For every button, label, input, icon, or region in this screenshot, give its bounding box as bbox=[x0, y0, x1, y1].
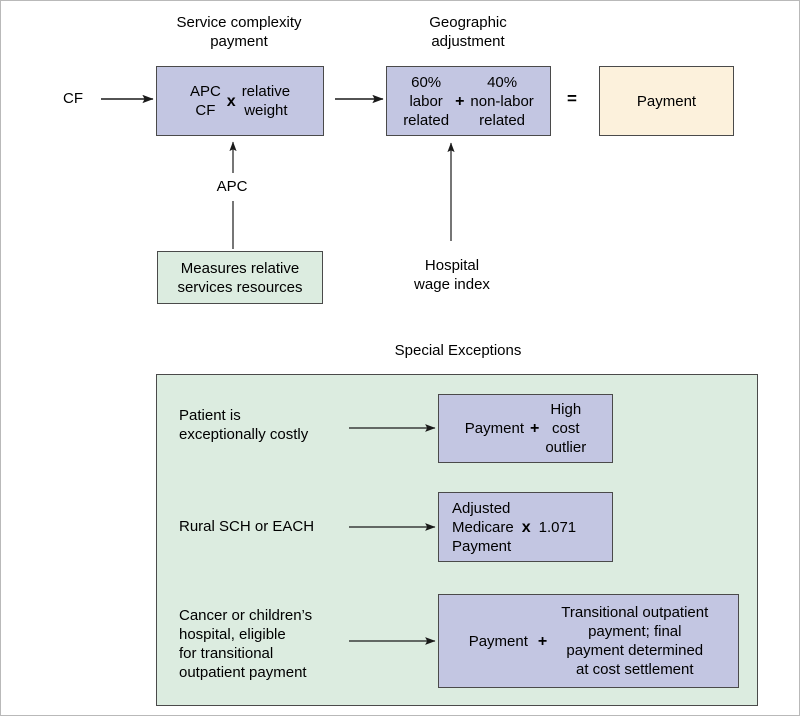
apc-cf-text: APC CF bbox=[189, 83, 221, 119]
service-complexity-expression: APC CF x relative weight bbox=[157, 67, 323, 135]
non-labor-related-text: 40% non-labor related bbox=[470, 73, 534, 129]
exception-condition-3: Cancer or children’s hospital, eligible … bbox=[179, 607, 313, 681]
exception-operator-1: + bbox=[530, 420, 540, 437]
payment-box-text: Payment bbox=[636, 92, 697, 110]
cf-label: CF bbox=[63, 90, 83, 107]
exception-result-expression-2: Adjusted Medicare Payment x 1.071 bbox=[439, 493, 612, 561]
exception-result-left-3: Payment bbox=[468, 632, 528, 650]
exception-result-box-1: Payment + High cost outlier bbox=[438, 394, 613, 463]
exception-operator-3: + bbox=[537, 632, 548, 650]
exception-operator-2: x bbox=[521, 518, 531, 536]
exception-result-left-1: Payment bbox=[464, 420, 524, 437]
exception-condition-1: Patient is exceptionally costly bbox=[179, 407, 309, 443]
exception-result-expression-1: Payment + High cost outlier bbox=[439, 395, 612, 462]
exception-condition-2: Rural SCH or EACH bbox=[179, 518, 315, 535]
special-exceptions-title: Special Exceptions bbox=[394, 342, 522, 359]
measures-relative-services-box: Measures relative services resources bbox=[157, 251, 323, 304]
equals-sign: = bbox=[567, 89, 577, 108]
exception-result-left-2: Adjusted Medicare Payment bbox=[452, 499, 514, 555]
geographic-adjustment-box: 60% labor related + 40% non-labor relate… bbox=[386, 66, 551, 136]
labor-related-text: 60% labor related bbox=[403, 73, 450, 129]
exception-result-box-2: Adjusted Medicare Payment x 1.071 bbox=[438, 492, 613, 562]
multiply-operator: x bbox=[226, 92, 236, 110]
exception-result-box-3: Payment + Transitional outpatient paymen… bbox=[438, 594, 739, 688]
relative-weight-text: relative weight bbox=[241, 83, 291, 119]
exception-result-right-2: 1.071 bbox=[538, 518, 577, 536]
service-complexity-box: APC CF x relative weight bbox=[156, 66, 324, 136]
geographic-adjustment-heading: Geographic adjustment bbox=[429, 14, 507, 50]
exception-result-expression-3: Payment + Transitional outpatient paymen… bbox=[439, 595, 738, 687]
apc-arrow-label: APC bbox=[216, 178, 248, 195]
geographic-adjustment-expression: 60% labor related + 40% non-labor relate… bbox=[387, 67, 550, 135]
plus-operator: + bbox=[455, 92, 465, 110]
payment-box: Payment bbox=[599, 66, 734, 136]
exception-result-right-3: Transitional outpatient payment; final p… bbox=[561, 604, 709, 678]
hospital-wage-index-label: Hospital wage index bbox=[414, 257, 490, 293]
service-complexity-heading: Service complexity payment bbox=[176, 14, 302, 50]
measures-relative-services-text: Measures relative services resources bbox=[177, 259, 303, 296]
exception-result-right-1: High cost outlier bbox=[545, 401, 587, 456]
